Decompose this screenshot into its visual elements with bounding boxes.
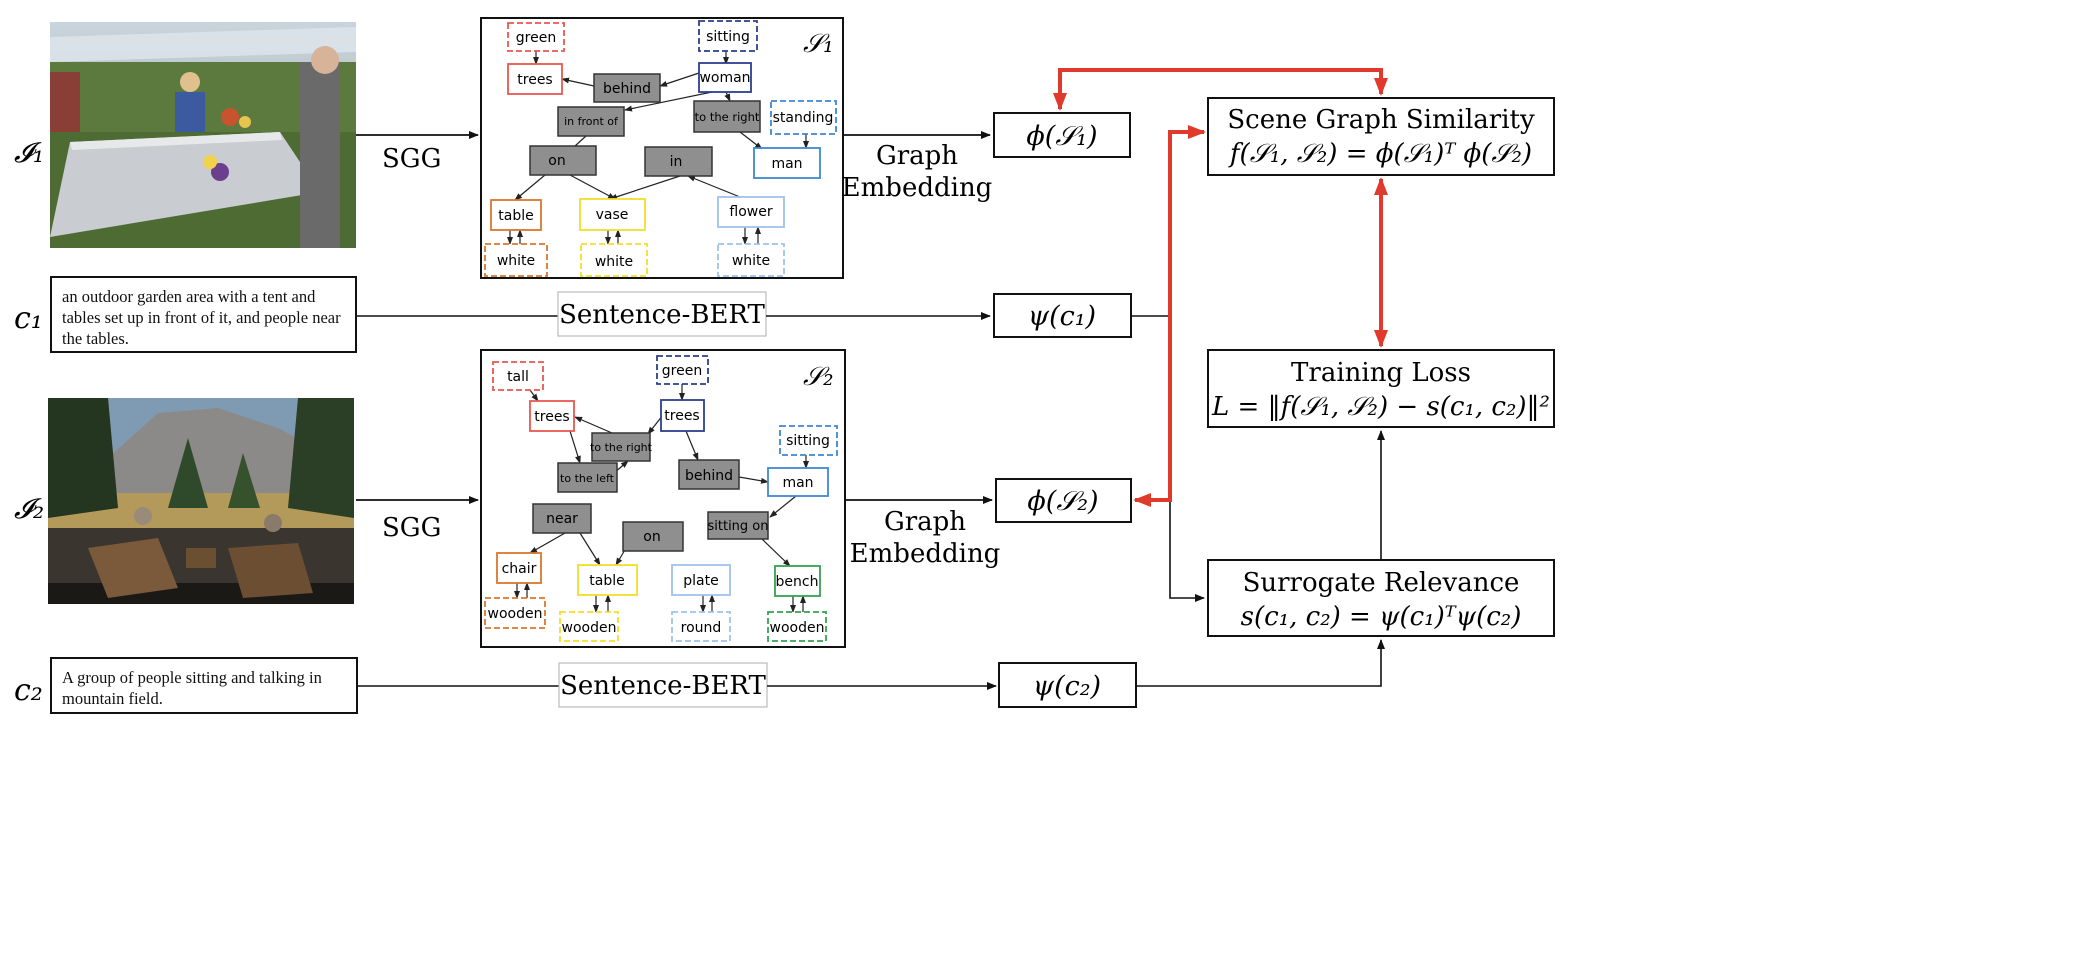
- graph-embedding-2-line2: Embedding: [850, 539, 1001, 569]
- sentence-bert-2-box: [558, 662, 768, 708]
- sg1-node-in-front-of: in front of: [564, 115, 619, 128]
- sg2-node-to-the-left: to the left: [560, 472, 615, 485]
- sg1-node-on: on: [548, 153, 565, 169]
- sg2-node-near: near: [546, 511, 578, 527]
- sg2-node-sitting: sitting: [786, 433, 830, 449]
- sg2-node-wooden-1: wooden: [488, 606, 543, 622]
- sg1-node-sitting: sitting: [706, 29, 750, 45]
- relevance-formula: s(c₁, c₂) = ψ(c₁)ᵀψ(c₂): [1241, 602, 1522, 632]
- relevance-title: Surrogate Relevance: [1243, 568, 1520, 598]
- relevance-box: [1207, 559, 1555, 637]
- sg2-node-trees-1: trees: [534, 409, 569, 425]
- sg2-node-wooden-3: wooden: [770, 620, 825, 636]
- sg2-node-round: round: [681, 620, 722, 636]
- sg2-node-green: green: [662, 363, 702, 379]
- sg1-node-white-1: white: [497, 253, 535, 269]
- sg1-node-white-2: white: [595, 254, 633, 270]
- image-2-label: 𝓘₂: [14, 492, 44, 525]
- sg2-node-chair: chair: [502, 561, 537, 577]
- phi-s1-label: ϕ(𝒮₁): [1026, 121, 1097, 152]
- sg2-node-table: table: [589, 573, 624, 589]
- sg1-node-behind: behind: [603, 81, 651, 97]
- sgg-label-1: SGG: [382, 144, 441, 174]
- sentence-bert-1-box: [557, 291, 767, 337]
- caption-1-label: c₁: [14, 301, 43, 336]
- graph-embedding-1-line2: Embedding: [842, 173, 993, 203]
- psi-c2-label: ψ(c₂): [1033, 671, 1101, 702]
- image-1-photo: [50, 22, 356, 248]
- sg1-node-table: table: [498, 208, 533, 224]
- caption-2-box: A group of people sitting and talking in…: [50, 657, 358, 714]
- sg2-node-to-the-right: to the right: [590, 441, 653, 454]
- similarity-formula: f(𝒮₁, 𝒮₂) = ϕ(𝒮₁)ᵀ ϕ(𝒮₂): [1228, 139, 1532, 169]
- loss-title: Training Loss: [1291, 358, 1471, 388]
- sentence-bert-1-label: Sentence-BERT: [559, 300, 765, 330]
- phi-s1-box: [993, 112, 1131, 158]
- loss-formula: L = ‖f(𝒮₁, 𝒮₂) − s(c₁, c₂)‖²: [1211, 392, 1550, 422]
- similarity-title: Scene Graph Similarity: [1227, 105, 1535, 135]
- sg2-node-trees-2: trees: [664, 408, 699, 424]
- sg2-node-man: man: [782, 475, 813, 491]
- caption-2-text: A group of people sitting and talking in…: [62, 668, 322, 708]
- psi-c2-box: [998, 662, 1137, 708]
- sg1-node-in: in: [670, 154, 683, 170]
- caption-2-label: c₂: [14, 673, 43, 708]
- graph-embedding-2-line1: Graph: [884, 507, 966, 537]
- sg2-node-plate: plate: [683, 573, 718, 589]
- scene-graph-2-label: 𝒮₂: [803, 362, 834, 392]
- red-gradient-arrows: [1053, 68, 1388, 507]
- phi-s2-box: [995, 478, 1132, 523]
- graph-embedding-1-line1: Graph: [876, 141, 958, 171]
- sg1-node-white-3: white: [732, 253, 770, 269]
- image-2-photo: [48, 398, 354, 604]
- image-1-label: 𝓘₁: [14, 136, 44, 169]
- sentence-bert-2-label: Sentence-BERT: [560, 671, 766, 701]
- sg2-node-wooden-2: wooden: [562, 620, 617, 636]
- sg2-node-tall: tall: [507, 369, 529, 385]
- sg1-node-trees: trees: [517, 72, 552, 88]
- sg1-node-flower: flower: [729, 204, 772, 220]
- sg1-node-green: green: [516, 30, 556, 46]
- sg2-node-on: on: [643, 529, 660, 545]
- sg2-node-sitting-on: sitting on: [707, 519, 768, 534]
- sg1-node-to-the-right: to the right: [695, 110, 760, 124]
- scene-graph-1: 𝒮₁ green sitting: [480, 17, 844, 279]
- sg1-node-man: man: [771, 156, 802, 172]
- caption-1-box: an outdoor garden area with a tent and t…: [50, 276, 357, 353]
- loss-box: [1207, 349, 1555, 428]
- psi-c1-label: ψ(c₁): [1028, 301, 1096, 332]
- scene-graph-1-label: 𝒮₁: [803, 29, 834, 59]
- phi-s2-label: ϕ(𝒮₂): [1027, 486, 1098, 517]
- sg1-node-vase: vase: [596, 207, 629, 223]
- sg1-node-woman: woman: [699, 70, 750, 86]
- sg1-node-standing: standing: [773, 110, 834, 126]
- sg2-node-behind: behind: [685, 468, 733, 484]
- caption-1-text: an outdoor garden area with a tent and t…: [62, 287, 341, 348]
- sgg-label-2: SGG: [382, 513, 441, 543]
- scene-graph-2: 𝒮₂ tall green: [480, 349, 846, 648]
- sg2-node-bench: bench: [776, 574, 819, 590]
